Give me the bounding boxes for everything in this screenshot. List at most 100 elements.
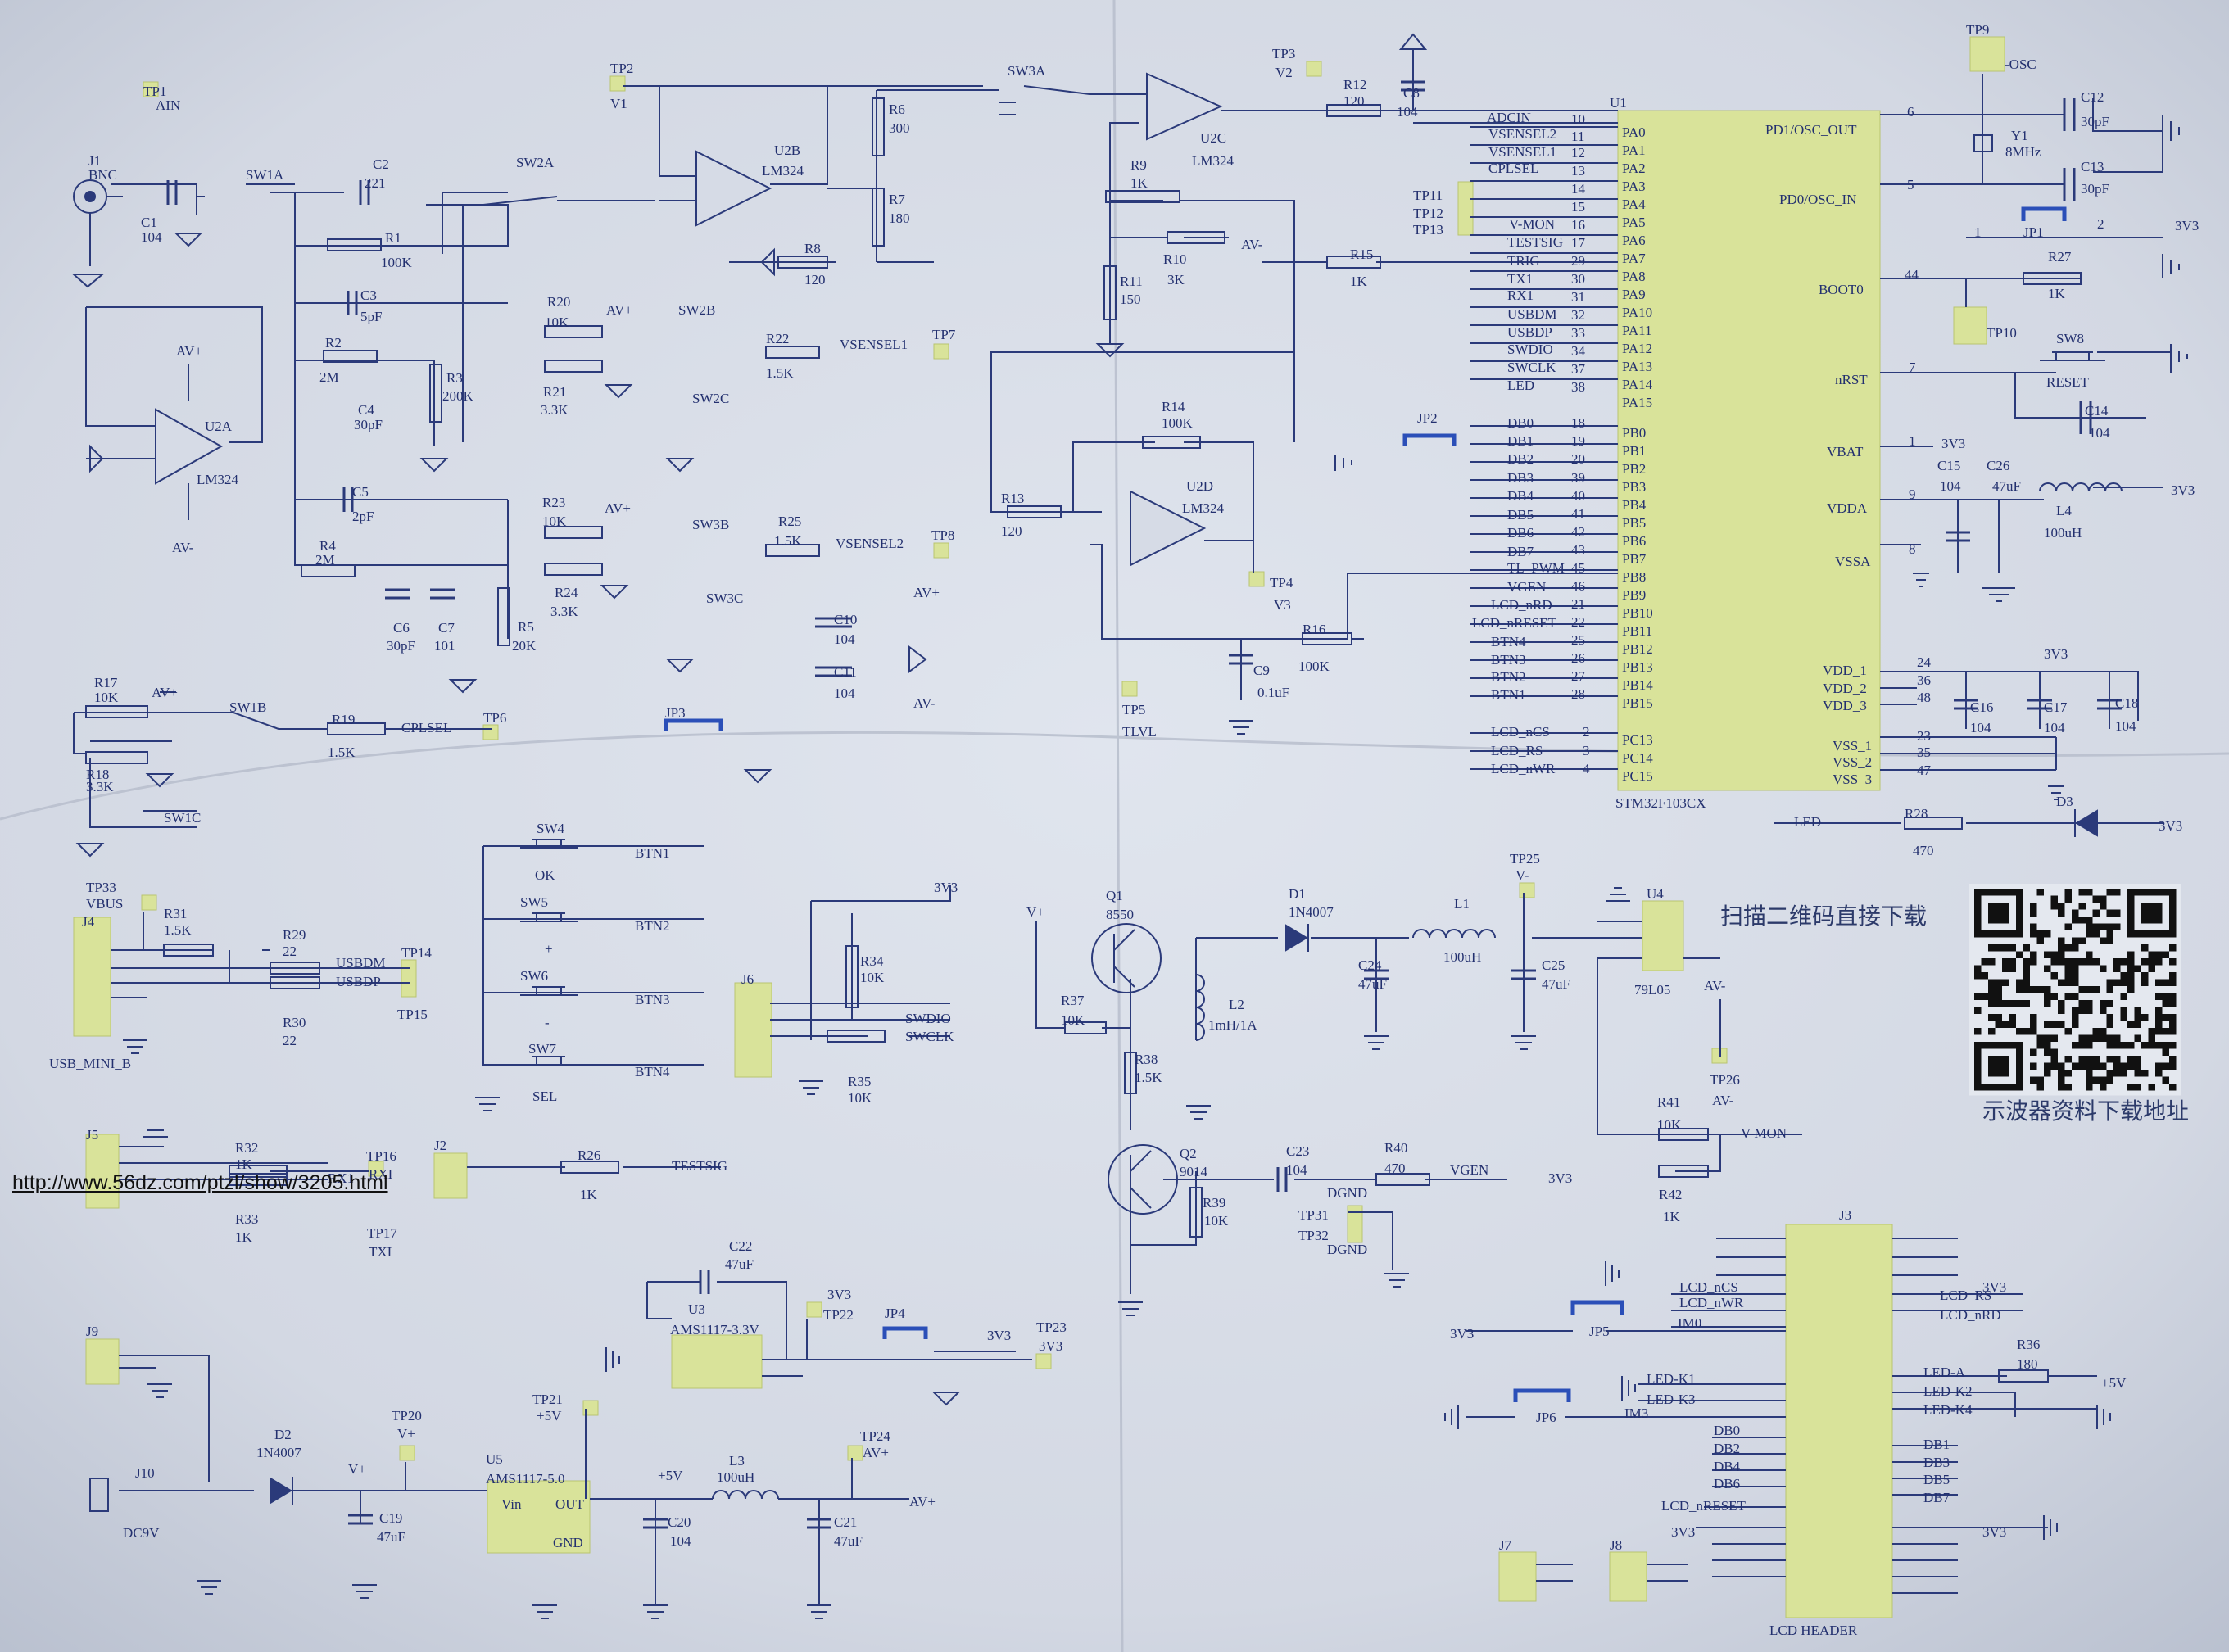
label-input-9: R1 bbox=[385, 230, 401, 246]
label-mcu-70: 4 bbox=[1583, 761, 1590, 776]
label-mcu-38: 12 bbox=[1571, 145, 1585, 161]
label-power-9: D1 bbox=[1289, 886, 1306, 902]
label-mcu-123: 44 bbox=[1905, 267, 1919, 283]
label-buttons-2: BTN1 bbox=[635, 845, 670, 861]
label-right-5: 8MHz bbox=[2005, 144, 2041, 160]
label-input-34: TP2 bbox=[610, 61, 634, 76]
label-power-23: AV- bbox=[1712, 1093, 1734, 1108]
label-mcu-11: RX1 bbox=[1507, 287, 1534, 303]
label-input-58: AV+ bbox=[605, 500, 631, 516]
diodes bbox=[270, 809, 2098, 1505]
label-power-26: V-MON bbox=[1741, 1125, 1787, 1141]
label-power-75: C21 bbox=[834, 1514, 858, 1530]
label-power-21: AV- bbox=[1704, 978, 1726, 993]
label-power-64: 47uF bbox=[377, 1529, 405, 1545]
label-right-11: 3V3 bbox=[2175, 218, 2200, 233]
label-amp-30: TLVL bbox=[1122, 724, 1157, 740]
label-right-18: 104 bbox=[2089, 425, 2110, 441]
label-power-69: GND bbox=[553, 1535, 583, 1550]
label-power-73: C20 bbox=[668, 1514, 691, 1530]
label-mcu-114: VDD_1 bbox=[1823, 663, 1867, 678]
label-mcu-31: BTN2 bbox=[1491, 669, 1526, 685]
label-mcu-45: 30 bbox=[1571, 271, 1585, 287]
label-amp-12: 120 bbox=[1343, 93, 1365, 109]
label-input-43: LM324 bbox=[762, 163, 804, 179]
label-mcu-40: 14 bbox=[1571, 181, 1585, 197]
label-power-39: DGND bbox=[1327, 1185, 1368, 1201]
label-amp-21: R13 bbox=[1001, 491, 1025, 506]
label-input-49: R21 bbox=[543, 384, 567, 400]
label-power-62: DC9V bbox=[123, 1525, 160, 1541]
label-power-60: V+ bbox=[348, 1461, 366, 1477]
label-input-25: C7 bbox=[438, 620, 455, 636]
label-power-45: 3V3 bbox=[827, 1287, 852, 1302]
label-right-14: TP10 bbox=[1987, 325, 2017, 341]
label-power-54: TP21 bbox=[532, 1392, 563, 1407]
label-buttons-36: 1K bbox=[235, 1156, 252, 1172]
label-input-5: 104 bbox=[141, 229, 162, 245]
label-power-19: U4 bbox=[1647, 886, 1664, 902]
label-right-23: 47uF bbox=[1992, 478, 2021, 494]
label-input-47: AV+ bbox=[606, 302, 632, 318]
label-lcd-24: DB3 bbox=[1923, 1455, 1950, 1470]
label-buttons-7: - bbox=[545, 1015, 550, 1030]
label-input-32: AV- bbox=[172, 540, 194, 555]
label-amp-1: LM324 bbox=[1192, 153, 1234, 169]
label-lcd-6: 3V3 bbox=[1982, 1279, 2007, 1295]
label-input-33: SW2A bbox=[516, 155, 555, 170]
label-mcu-37: 11 bbox=[1571, 129, 1585, 144]
label-mcu-129: 36 bbox=[1917, 672, 1931, 688]
label-power-27: R42 bbox=[1659, 1187, 1683, 1202]
label-mcu-33: LCD_nCS bbox=[1491, 724, 1550, 740]
label-input-67: C10 bbox=[834, 612, 858, 627]
label-amp-19: U2D bbox=[1186, 478, 1214, 494]
label-mcu-16: LED bbox=[1507, 378, 1535, 393]
label-mcu-7: V-MON bbox=[1509, 216, 1556, 232]
label-mcu-64: 25 bbox=[1571, 632, 1585, 648]
label-mcu-85: PA13 bbox=[1622, 359, 1653, 374]
label-buttons-25: USB_MINI_B bbox=[49, 1056, 132, 1071]
label-input-23: C6 bbox=[393, 620, 410, 636]
label-mcu-66: 27 bbox=[1571, 668, 1585, 684]
label-mcu-42: 16 bbox=[1571, 217, 1585, 233]
label-mcu-112: VDDA bbox=[1827, 500, 1868, 516]
label-right-13: 1K bbox=[2048, 286, 2065, 301]
label-amp-25: R16 bbox=[1303, 622, 1326, 637]
label-input-16: 30pF bbox=[354, 417, 383, 432]
label-right-30: C17 bbox=[2044, 699, 2068, 715]
label-mcu-83: PA11 bbox=[1622, 323, 1652, 338]
label-input-74: 10K bbox=[94, 690, 119, 705]
label-input-81: R18 bbox=[86, 767, 110, 782]
label-mcu-24: DB7 bbox=[1507, 544, 1534, 559]
label-buttons-44: J2 bbox=[434, 1138, 447, 1153]
label-mcu-82: PA10 bbox=[1622, 305, 1653, 320]
label-right-26: 3V3 bbox=[2171, 482, 2195, 498]
label-buttons-8: BTN3 bbox=[635, 992, 670, 1007]
label-mcu-106: PC15 bbox=[1622, 768, 1653, 784]
label-mcu-34: LCD_RS bbox=[1491, 743, 1543, 758]
label-input-62: VSENSEL2 bbox=[836, 536, 904, 551]
watermark-url[interactable]: http://www.56dz.com/ptzl/show/3205.html bbox=[12, 1171, 388, 1194]
label-lcd-5: LCD_nRD bbox=[1940, 1307, 2001, 1323]
label-power-10: 1N4007 bbox=[1289, 904, 1334, 920]
label-buttons-29: 10K bbox=[860, 970, 885, 985]
label-right-28: C16 bbox=[1970, 699, 1994, 715]
wires bbox=[73, 49, 2172, 1605]
label-power-53: J9 bbox=[86, 1324, 99, 1339]
label-input-40: R8 bbox=[804, 241, 821, 256]
label-mcu-43: 17 bbox=[1571, 235, 1585, 251]
label-mcu-128: 24 bbox=[1917, 654, 1931, 670]
ground-symbols bbox=[71, 33, 2188, 1619]
label-input-61: 1.5K bbox=[774, 533, 802, 549]
label-input-68: 104 bbox=[834, 631, 855, 647]
qr-scan-text: 扫描二维码直接下载 bbox=[1720, 903, 1928, 930]
label-right-27: 3V3 bbox=[2044, 646, 2068, 662]
label-mcu-91: PB3 bbox=[1622, 479, 1647, 495]
label-mcu-5: TP12 bbox=[1413, 206, 1443, 221]
label-input-10: 100K bbox=[381, 255, 412, 270]
label-right-3: 30pF bbox=[2081, 114, 2109, 129]
label-mcu-53: 19 bbox=[1571, 433, 1585, 449]
label-input-8: 221 bbox=[365, 175, 386, 191]
label-amp-3: 1K bbox=[1130, 175, 1148, 191]
label-mcu-25: TL_PWM bbox=[1507, 560, 1565, 576]
